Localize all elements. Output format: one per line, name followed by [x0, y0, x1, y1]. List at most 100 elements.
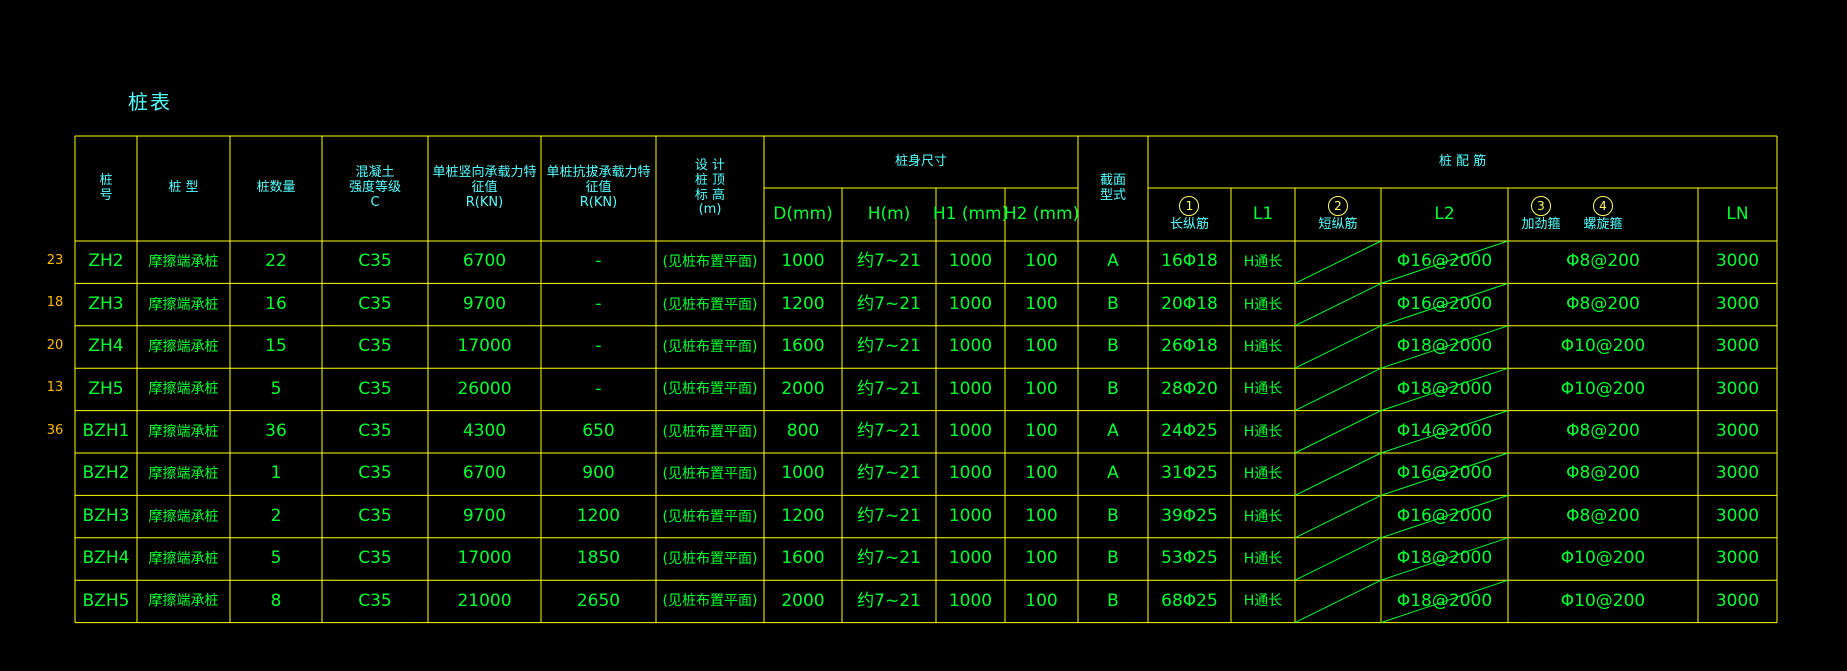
cell-rebar-spiral: Φ8@200 — [1566, 251, 1640, 272]
cell-section-type: A — [1107, 251, 1119, 272]
cell-pile-no: BZH5 — [82, 590, 130, 611]
empty-cell-diagonal — [1380, 537, 1509, 581]
cell-vertical-capacity: 9700 — [462, 293, 507, 314]
cell-D: 2000 — [781, 378, 825, 399]
cell-pile-type: 摩擦端承桩 — [148, 381, 219, 398]
empty-cell-diagonal — [1294, 240, 1382, 284]
empty-cell-diagonal — [1380, 452, 1509, 496]
empty-cell-diagonal — [1380, 410, 1509, 454]
cell-rebar-long: 20Φ18 — [1161, 293, 1218, 314]
cell-uplift-capacity: 650 — [582, 421, 615, 442]
cell-rebar-stiffener: Φ18@2000 — [1396, 590, 1493, 611]
cell-pile-count: 8 — [270, 590, 282, 611]
cell-vertical-capacity: 21000 — [457, 590, 512, 611]
cell-H2: 100 — [1025, 548, 1058, 569]
empty-cell-diagonal — [1380, 494, 1509, 539]
circled-number: 3 — [1530, 196, 1551, 217]
cell-section-type: B — [1107, 293, 1119, 314]
cell-pile-type: 摩擦端承桩 — [148, 338, 219, 355]
cell-concrete-grade: C35 — [358, 421, 392, 442]
cell-pile-type: 摩擦端承桩 — [148, 423, 219, 440]
cell-section-type: B — [1107, 505, 1119, 526]
cell-top-elevation: (见桩布置平面) — [662, 466, 758, 483]
cell-D: 1200 — [781, 505, 825, 526]
cell-top-elevation: (见桩布置平面) — [662, 381, 758, 398]
cell-pile-type: 摩擦端承桩 — [148, 296, 219, 313]
cell-LN: 3000 — [1715, 421, 1760, 442]
cell-concrete-grade: C35 — [358, 251, 392, 272]
cell-section-type: B — [1107, 378, 1119, 399]
cell-L1: H通长 — [1243, 338, 1283, 355]
cell-H: 约7~21 — [857, 251, 921, 272]
cell-H: 约7~21 — [857, 505, 921, 526]
cell-concrete-grade: C35 — [358, 336, 392, 357]
side-quantity-label: 13 — [46, 380, 64, 396]
cell-rebar-spiral: Φ8@200 — [1566, 293, 1640, 314]
cell-D: 800 — [786, 421, 820, 442]
cell-concrete-grade: C35 — [358, 590, 392, 611]
cell-LN: 3000 — [1715, 463, 1760, 484]
cell-concrete-grade: C35 — [358, 293, 392, 314]
cell-rebar-spiral: Φ8@200 — [1566, 463, 1640, 484]
empty-cell-diagonal — [1380, 282, 1509, 327]
cell-rebar-spiral: Φ10@200 — [1560, 336, 1646, 357]
cell-H2: 100 — [1025, 505, 1058, 526]
rebar-label: 长纵筋 — [1169, 217, 1209, 233]
cell-rebar-spiral: Φ8@200 — [1566, 505, 1640, 526]
empty-cell-diagonal — [1294, 325, 1382, 369]
cell-L1: H通长 — [1243, 508, 1283, 525]
cell-pile-count: 36 — [265, 421, 287, 442]
rebar-label: 短纵筋 — [1318, 217, 1358, 233]
cell-LN: 3000 — [1715, 251, 1760, 272]
cell-rebar-long: 28Φ20 — [1161, 378, 1218, 399]
cell-H1: 1000 — [948, 378, 993, 399]
cell-section-type: A — [1107, 421, 1119, 442]
cell-pile-count: 5 — [270, 548, 282, 569]
cell-vertical-capacity: 6700 — [462, 251, 507, 272]
cell-H2: 100 — [1025, 378, 1058, 399]
cell-top-elevation: (见桩布置平面) — [662, 338, 758, 355]
cell-D: 1000 — [781, 251, 825, 272]
cell-uplift-capacity: 1850 — [576, 548, 621, 569]
cell-H1: 1000 — [948, 505, 993, 526]
header-D: D(mm) — [773, 203, 833, 224]
cell-H1: 1000 — [948, 293, 993, 314]
cell-H: 约7~21 — [857, 463, 921, 484]
cell-rebar-long: 24Φ25 — [1161, 421, 1218, 442]
cell-rebar-long: 16Φ18 — [1161, 251, 1218, 272]
cell-concrete-grade: C35 — [358, 463, 392, 484]
cell-H2: 100 — [1025, 293, 1058, 314]
cell-rebar-long: 68Φ25 — [1161, 590, 1218, 611]
cell-pile-type: 摩擦端承桩 — [148, 508, 219, 525]
cell-rebar-stiffener: Φ14@2000 — [1396, 421, 1493, 442]
cell-top-elevation: (见桩布置平面) — [662, 254, 758, 271]
cell-rebar-stiffener: Φ16@2000 — [1396, 293, 1493, 314]
cell-rebar-spiral: Φ10@200 — [1560, 548, 1646, 569]
cell-concrete-grade: C35 — [358, 548, 392, 569]
cell-H: 约7~21 — [857, 548, 921, 569]
header-section-type: 截面型式 — [1099, 172, 1126, 203]
cell-H2: 100 — [1025, 251, 1058, 272]
cell-rebar-stiffener: Φ16@2000 — [1396, 251, 1493, 272]
cell-rebar-stiffener: Φ16@2000 — [1396, 505, 1493, 526]
header-pile-no: 桩号 — [99, 172, 113, 203]
empty-cell-diagonal — [1294, 282, 1382, 327]
empty-cell-diagonal — [1294, 494, 1382, 539]
cell-pile-no: BZH1 — [82, 421, 130, 442]
cell-LN: 3000 — [1715, 548, 1760, 569]
cell-rebar-stiffener: Φ16@2000 — [1396, 463, 1493, 484]
cell-uplift-capacity: - — [595, 293, 602, 314]
empty-cell-diagonal — [1294, 537, 1382, 581]
cell-pile-no: BZH4 — [82, 548, 130, 569]
cell-H1: 1000 — [948, 590, 993, 611]
cell-L1: H通长 — [1243, 466, 1283, 483]
cell-pile-no: ZH5 — [88, 378, 124, 399]
cell-concrete-grade: C35 — [358, 378, 392, 399]
cell-uplift-capacity: 900 — [582, 463, 615, 484]
cell-LN: 3000 — [1715, 378, 1760, 399]
cell-pile-no: ZH4 — [88, 336, 124, 357]
empty-cell-diagonal — [1294, 452, 1382, 496]
